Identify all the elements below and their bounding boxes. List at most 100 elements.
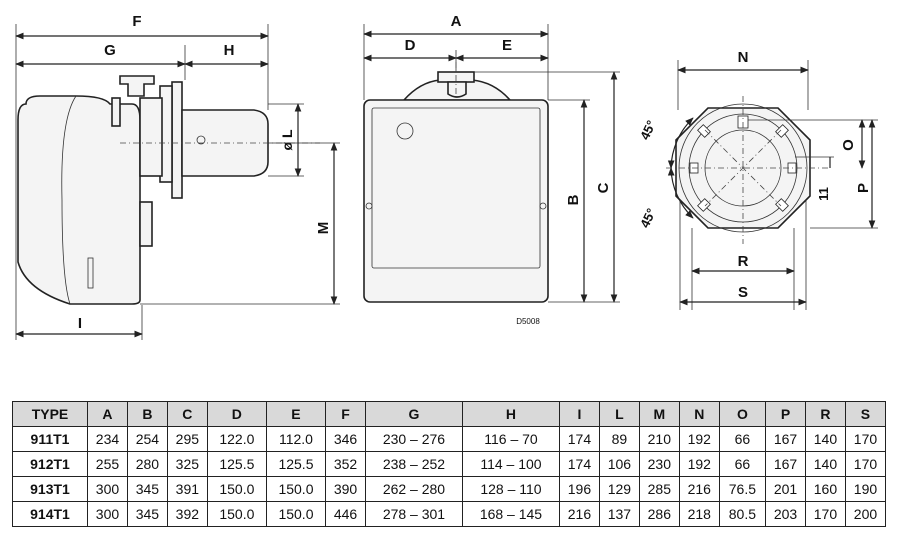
table-row: 914T1 300 345 392 150.0 150.0 446 278 – …	[12, 501, 887, 527]
table-cell: 170	[804, 501, 846, 527]
table-cell: 80.5	[718, 501, 767, 527]
table-cell: 300	[87, 476, 128, 502]
table-cell: 345	[126, 476, 168, 502]
table-cell: 129	[598, 476, 640, 502]
dim-label-A: A	[451, 13, 462, 30]
dim-label-11: 11	[816, 187, 831, 201]
dim-label-L: ø L	[279, 129, 295, 150]
row-type-cell: 913T1	[12, 476, 88, 502]
dim-label-F: F	[132, 13, 141, 30]
table-cell: 76.5	[718, 476, 767, 502]
table-cell: 150.0	[265, 476, 327, 502]
dim-label-R: R	[738, 253, 749, 270]
col-header-R: R	[804, 401, 846, 427]
dim-label-O: O	[840, 139, 857, 151]
table-cell: 170	[844, 451, 887, 477]
dim-label-P: P	[855, 183, 872, 193]
col-header-M: M	[638, 401, 680, 427]
table-cell: 122.0	[206, 426, 267, 452]
col-header-C: C	[166, 401, 208, 427]
col-header-D: D	[206, 401, 267, 427]
table-cell: 278 – 301	[364, 501, 463, 527]
drawing-code: D5008	[516, 317, 540, 326]
table-cell: 280	[126, 451, 168, 477]
flange-view: N 45° 45° O P 11	[637, 49, 878, 310]
col-header-L: L	[598, 401, 640, 427]
col-header-F: F	[325, 401, 366, 427]
table-cell: 230	[638, 451, 680, 477]
table-cell: 192	[678, 426, 720, 452]
row-type-cell: 914T1	[12, 501, 88, 527]
table-cell: 345	[126, 501, 168, 527]
table-cell: 300	[87, 501, 128, 527]
table-cell: 190	[844, 476, 887, 502]
table-cell: 238 – 252	[364, 451, 463, 477]
table-cell: 230 – 276	[364, 426, 463, 452]
table-cell: 174	[558, 426, 600, 452]
table-row: 911T1 234 254 295 122.0 112.0 346 230 – …	[12, 426, 887, 452]
table-cell: 196	[558, 476, 600, 502]
dim-label-D: D	[405, 37, 416, 54]
table-cell: 295	[166, 426, 208, 452]
table-cell: 446	[325, 501, 366, 527]
table-cell: 150.0	[265, 501, 327, 527]
dim-label-H: H	[224, 42, 235, 59]
dim-label-S: S	[738, 284, 748, 301]
table-cell: 150.0	[206, 501, 267, 527]
table-header-row: TYPE A B C D E F G H I L M N O P R S	[12, 401, 887, 427]
table-cell: 128 – 110	[461, 476, 560, 502]
row-type-cell: 911T1	[12, 426, 88, 452]
burner-housing	[17, 95, 141, 305]
dim-label-E: E	[502, 37, 512, 54]
col-header-G: G	[364, 401, 463, 427]
dim-label-B: B	[565, 194, 582, 205]
dim-label-M: M	[315, 222, 332, 235]
col-header-S: S	[844, 401, 887, 427]
table-cell: 106	[598, 451, 640, 477]
table-cell: 346	[325, 426, 366, 452]
table-cell: 116 – 70	[461, 426, 560, 452]
table-cell: 174	[558, 451, 600, 477]
table-cell: 286	[638, 501, 680, 527]
table-cell: 210	[638, 426, 680, 452]
table-cell: 352	[325, 451, 366, 477]
dimensions-table: TYPE A B C D E F G H I L M N O P R S 911…	[12, 401, 887, 527]
row-type-cell: 912T1	[12, 451, 88, 477]
table-cell: 325	[166, 451, 208, 477]
table-cell: 160	[804, 476, 846, 502]
table-cell: 170	[844, 426, 887, 452]
col-header-A: A	[87, 401, 128, 427]
table-cell: 392	[166, 501, 208, 527]
burner-dimension-drawing: F G H ø L M I	[15, 13, 878, 340]
dim-label-I: I	[78, 315, 82, 332]
table-cell: 140	[804, 451, 846, 477]
col-header-P: P	[765, 401, 806, 427]
col-header-I: I	[558, 401, 600, 427]
dim-label-G: G	[104, 42, 116, 59]
table-cell: 114 – 100	[461, 451, 560, 477]
table-cell: 262 – 280	[364, 476, 463, 502]
col-header-H: H	[461, 401, 560, 427]
angle-label-top: 45°	[637, 118, 659, 142]
burner-front-body	[363, 99, 549, 303]
table-cell: 167	[765, 426, 806, 452]
table-cell: 254	[126, 426, 168, 452]
table-cell: 112.0	[265, 426, 327, 452]
table-cell: 125.5	[206, 451, 267, 477]
table-cell: 137	[598, 501, 640, 527]
table-cell: 391	[166, 476, 208, 502]
dim-label-C: C	[595, 182, 612, 193]
table-cell: 390	[325, 476, 366, 502]
front-view: A D E B C D5008	[363, 13, 620, 326]
table-cell: 66	[718, 426, 767, 452]
table-cell: 168 – 145	[461, 501, 560, 527]
table-cell: 216	[558, 501, 600, 527]
table-cell: 218	[678, 501, 720, 527]
table-cell: 167	[765, 451, 806, 477]
col-header-E: E	[265, 401, 327, 427]
table-cell: 89	[598, 426, 640, 452]
table-cell: 285	[638, 476, 680, 502]
table-cell: 150.0	[206, 476, 267, 502]
table-cell: 140	[804, 426, 846, 452]
table-cell: 201	[765, 476, 806, 502]
